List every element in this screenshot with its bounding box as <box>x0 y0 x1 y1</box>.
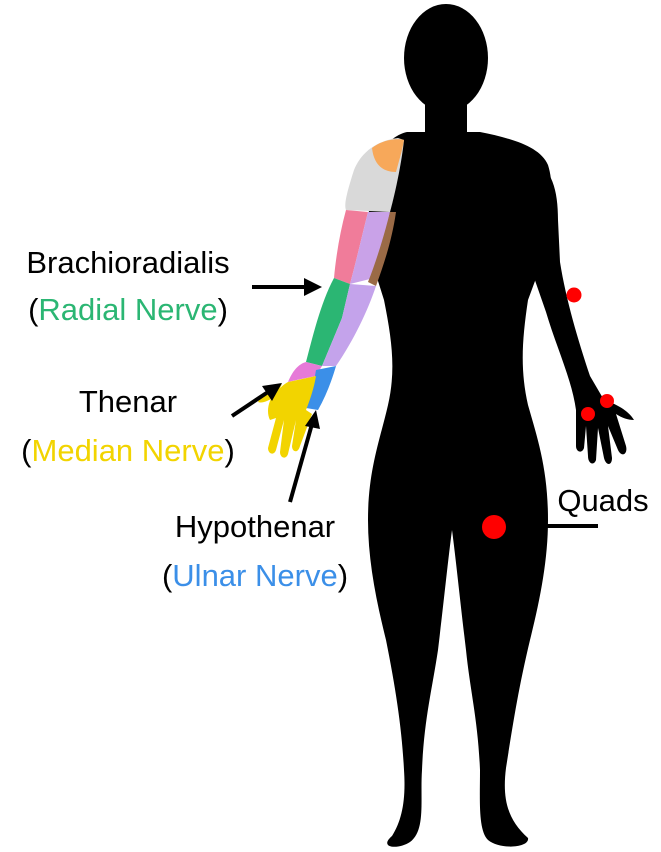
forearm-marker <box>567 288 582 303</box>
median-nerve-label: (Median Nerve) <box>21 433 235 468</box>
hypothenar-label: Hypothenar <box>175 509 335 544</box>
thenar-label: Thenar <box>79 384 177 419</box>
right-arm <box>530 160 634 464</box>
hand-marker-lower <box>581 407 595 421</box>
ulnar-nerve-label: (Ulnar Nerve) <box>162 558 348 593</box>
body-silhouette <box>368 4 634 847</box>
brachioradialis-arrowhead <box>304 278 322 296</box>
median-nerve-text: Median Nerve <box>32 433 225 468</box>
torso-and-legs <box>368 132 552 847</box>
quads-marker <box>482 515 506 539</box>
thenar-arrow-line <box>232 392 268 416</box>
radial-nerve-label: (Radial Nerve) <box>28 292 228 327</box>
quads-label: Quads <box>557 483 648 518</box>
colored-arm <box>258 138 404 458</box>
hand-marker-upper <box>600 394 614 408</box>
ulnar-nerve-text: Ulnar Nerve <box>172 558 337 593</box>
brachioradialis-label: Brachioradialis <box>26 245 229 280</box>
head <box>404 4 488 112</box>
radial-nerve-text: Radial Nerve <box>38 292 217 327</box>
